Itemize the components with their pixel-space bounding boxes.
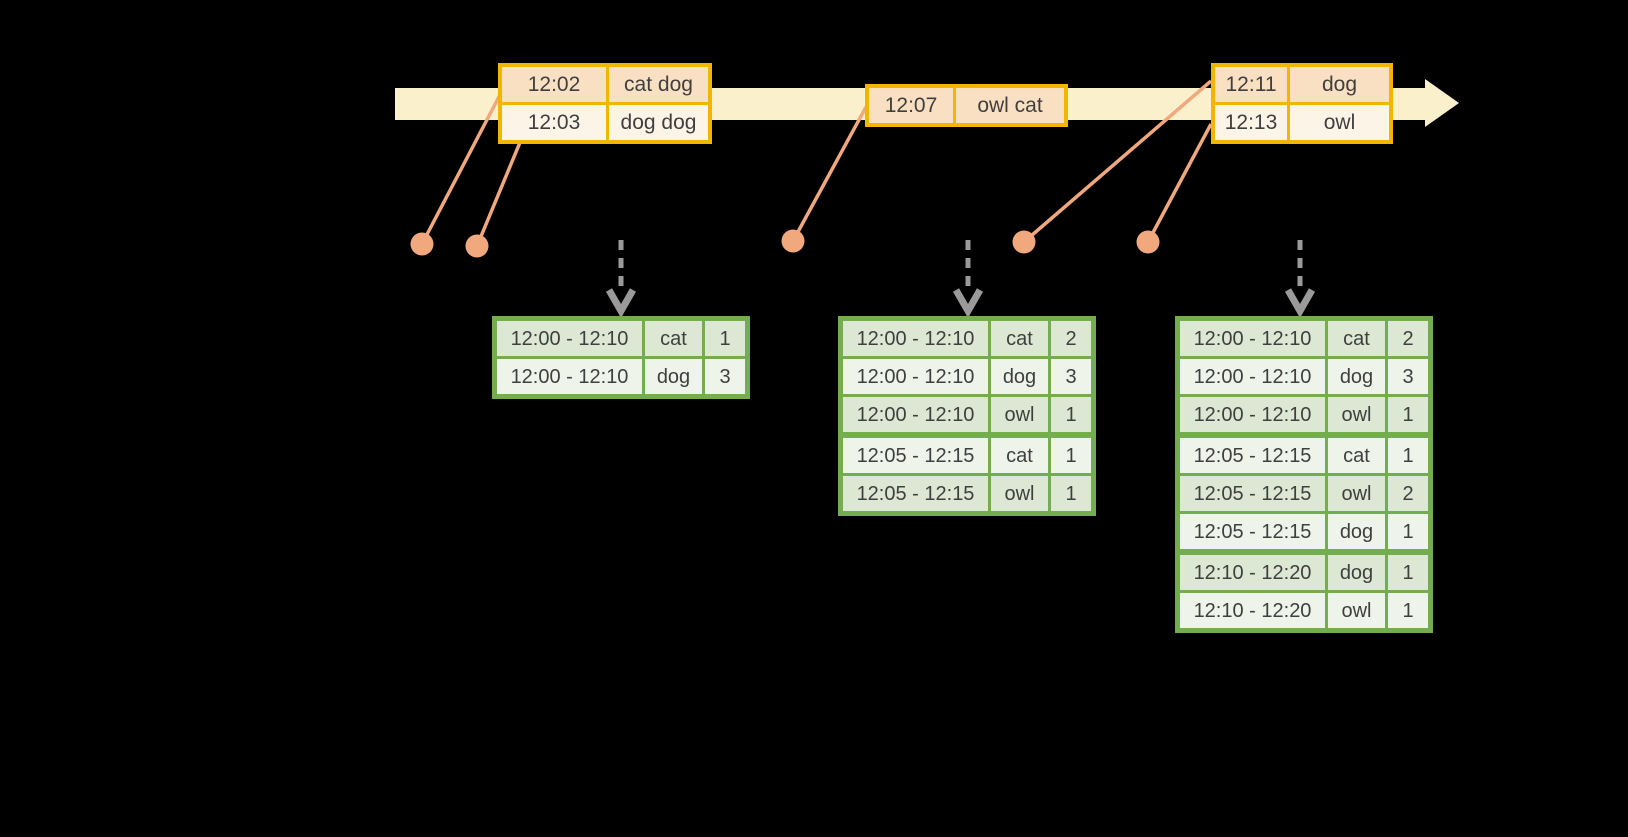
window-cell: 12:10 - 12:20: [1180, 593, 1325, 628]
count-cell: 1: [1388, 555, 1428, 590]
word-cell: dog: [1328, 514, 1385, 549]
event-line: [475, 139, 523, 247]
count-cell: 2: [1388, 476, 1428, 511]
window-cell: 12:10 - 12:20: [1180, 555, 1325, 590]
window-cell: 12:05 - 12:15: [1180, 476, 1325, 511]
count-cell: 1: [1051, 476, 1091, 511]
window-cell: 12:00 - 12:10: [843, 321, 988, 356]
stream-record-row: 12:13 owl: [1215, 105, 1389, 140]
timeline-arrowhead-icon: [1425, 79, 1459, 127]
word-cell: cat: [1328, 438, 1385, 473]
result-row: 12:00 - 12:10 cat 2: [1180, 321, 1428, 356]
window-cell: 12:00 - 12:10: [1180, 397, 1325, 432]
word-cell: owl: [991, 476, 1048, 511]
window-cell: 12:05 - 12:15: [843, 476, 988, 511]
event-dot: [410, 232, 434, 256]
count-cell: 1: [1388, 593, 1428, 628]
word-cell: dog: [1328, 359, 1385, 394]
event-line: [1146, 123, 1213, 243]
count-cell: 3: [1388, 359, 1428, 394]
record-time: 12:03: [502, 105, 606, 140]
window-cell: 12:05 - 12:15: [843, 438, 988, 473]
event-dot: [465, 234, 489, 258]
count-cell: 3: [705, 359, 745, 394]
result-table-2: 12:00 - 12:10 cat 2 12:00 - 12:10 dog 3 …: [838, 316, 1096, 516]
result-row: 12:05 - 12:15 cat 1: [1180, 438, 1428, 473]
result-row: 12:05 - 12:15 dog 1: [1180, 514, 1428, 549]
stream-records-table-3: 12:11 dog 12:13 owl: [1211, 63, 1393, 144]
word-cell: dog: [991, 359, 1048, 394]
result-row: 12:00 - 12:10 dog 3: [843, 359, 1091, 394]
result-row: 12:05 - 12:15 owl 2: [1180, 476, 1428, 511]
count-cell: 3: [1051, 359, 1091, 394]
stream-record-row: 12:02 cat dog: [502, 67, 708, 102]
word-cell: cat: [991, 321, 1048, 356]
count-cell: 2: [1388, 321, 1428, 356]
stream-record-row: 12:07 owl cat: [869, 88, 1064, 123]
result-row: 12:00 - 12:10 cat 2: [843, 321, 1091, 356]
result-row: 12:05 - 12:15 owl 1: [843, 476, 1091, 511]
event-dot: [781, 229, 805, 253]
word-cell: owl: [1328, 476, 1385, 511]
window-cell: 12:05 - 12:15: [1180, 438, 1325, 473]
window-cell: 12:05 - 12:15: [1180, 514, 1325, 549]
count-cell: 1: [1051, 438, 1091, 473]
trigger-arrow-icon: [605, 240, 637, 319]
word-cell: owl: [1328, 593, 1385, 628]
record-time: 12:11: [1215, 67, 1287, 102]
count-cell: 1: [1388, 438, 1428, 473]
event-dot: [1136, 230, 1160, 254]
word-cell: dog: [645, 359, 702, 394]
result-row: 12:10 - 12:20 owl 1: [1180, 593, 1428, 628]
stream-record-row: 12:11 dog: [1215, 67, 1389, 102]
result-row: 12:00 - 12:10 dog 3: [1180, 359, 1428, 394]
word-cell: cat: [1328, 321, 1385, 356]
trigger-arrow-icon: [952, 240, 984, 319]
record-words: owl cat: [956, 88, 1064, 123]
word-cell: owl: [991, 397, 1048, 432]
count-cell: 1: [1051, 397, 1091, 432]
result-table-3: 12:00 - 12:10 cat 2 12:00 - 12:10 dog 3 …: [1175, 316, 1433, 633]
result-row: 12:10 - 12:20 dog 1: [1180, 555, 1428, 590]
count-cell: 1: [1388, 397, 1428, 432]
stream-record-row: 12:03 dog dog: [502, 105, 708, 140]
record-words: cat dog: [609, 67, 708, 102]
result-table-1: 12:00 - 12:10 cat 1 12:00 - 12:10 dog 3: [492, 316, 750, 399]
word-cell: owl: [1328, 397, 1385, 432]
window-cell: 12:00 - 12:10: [497, 321, 642, 356]
window-cell: 12:00 - 12:10: [1180, 359, 1325, 394]
record-words: dog: [1290, 67, 1389, 102]
count-cell: 2: [1051, 321, 1091, 356]
record-time: 12:07: [869, 88, 953, 123]
record-time: 12:13: [1215, 105, 1287, 140]
count-cell: 1: [705, 321, 745, 356]
result-row: 12:05 - 12:15 cat 1: [843, 438, 1091, 473]
record-words: owl: [1290, 105, 1389, 140]
record-words: dog dog: [609, 105, 708, 140]
word-cell: dog: [1328, 555, 1385, 590]
result-row: 12:00 - 12:10 dog 3: [497, 359, 745, 394]
stream-records-table-1: 12:02 cat dog 12:03 dog dog: [498, 63, 712, 144]
event-line: [1022, 79, 1213, 244]
window-cell: 12:00 - 12:10: [843, 397, 988, 432]
window-cell: 12:00 - 12:10: [497, 359, 642, 394]
event-line: [420, 90, 504, 245]
trigger-arrow-icon: [1284, 240, 1316, 319]
record-time: 12:02: [502, 67, 606, 102]
stream-records-table-2: 12:07 owl cat: [865, 84, 1068, 127]
event-dot: [1012, 230, 1036, 254]
count-cell: 1: [1388, 514, 1428, 549]
window-cell: 12:00 - 12:10: [1180, 321, 1325, 356]
result-row: 12:00 - 12:10 owl 1: [843, 397, 1091, 432]
word-cell: cat: [991, 438, 1048, 473]
word-cell: cat: [645, 321, 702, 356]
result-row: 12:00 - 12:10 owl 1: [1180, 397, 1428, 432]
event-line: [791, 106, 868, 242]
result-row: 12:00 - 12:10 cat 1: [497, 321, 745, 356]
window-cell: 12:00 - 12:10: [843, 359, 988, 394]
